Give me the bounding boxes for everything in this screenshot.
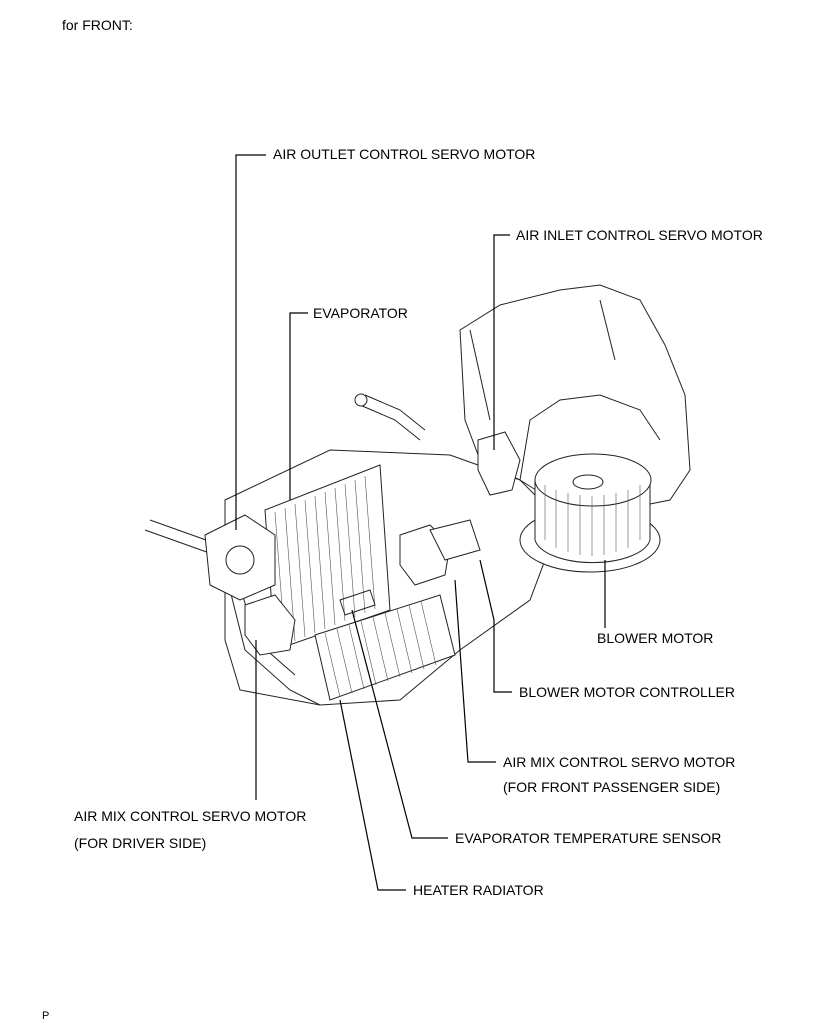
label-air-mix-driver-1: AIR MIX CONTROL SERVO MOTOR bbox=[74, 808, 307, 824]
leader-lines bbox=[235, 154, 606, 891]
label-evaporator: EVAPORATOR bbox=[313, 305, 408, 321]
label-air-outlet-servo: AIR OUTLET CONTROL SERVO MOTOR bbox=[273, 146, 536, 162]
leader-air-inlet bbox=[493, 234, 510, 450]
leader-blower-controller bbox=[479, 559, 512, 693]
air-outlet-servo-art bbox=[204, 514, 276, 601]
label-air-mix-driver-2: (FOR DRIVER SIDE) bbox=[74, 835, 207, 851]
label-air-mix-passenger-2: (FOR FRONT PASSENGER SIDE) bbox=[503, 779, 721, 795]
evaporator-core bbox=[264, 464, 391, 651]
blower-motor-art bbox=[519, 453, 661, 573]
label-blower-motor-controller: BLOWER MOTOR CONTROLLER bbox=[519, 684, 735, 700]
leader-air-outlet bbox=[235, 154, 266, 530]
hvac-unit-illustration bbox=[144, 284, 691, 706]
label-blower-motor: BLOWER MOTOR bbox=[597, 630, 714, 646]
air-inlet-servo-art bbox=[477, 431, 521, 496]
leader-evaporator bbox=[289, 312, 308, 500]
blower-controller-art bbox=[429, 519, 481, 561]
label-evaporator-temperature-sensor: EVAPORATOR TEMPERATURE SENSOR bbox=[455, 830, 722, 846]
section-label: for FRONT: bbox=[62, 17, 133, 33]
label-heater-radiator: HEATER RADIATOR bbox=[413, 882, 544, 898]
leader-air-mix-passenger bbox=[454, 579, 496, 763]
label-air-inlet-servo: AIR INLET CONTROL SERVO MOTOR bbox=[516, 227, 763, 243]
leader-evap-temp-sensor bbox=[351, 609, 448, 839]
footer-code: P bbox=[42, 1010, 50, 1022]
air-mix-driver-servo-art bbox=[244, 594, 296, 656]
heater-radiator-core bbox=[314, 589, 456, 701]
label-air-mix-passenger-1: AIR MIX CONTROL SERVO MOTOR bbox=[503, 754, 736, 770]
leader-heater-radiator bbox=[339, 699, 406, 891]
